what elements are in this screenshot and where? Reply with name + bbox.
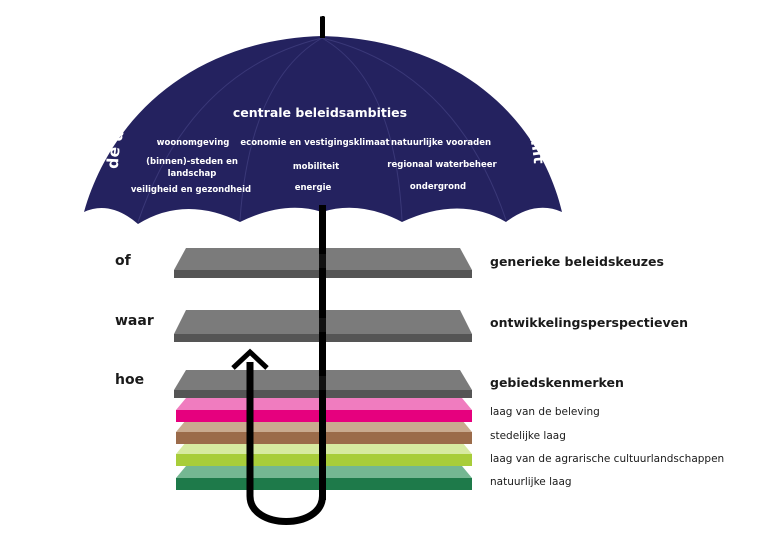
ambition-waterbeheer: regionaal waterbeheer — [387, 160, 497, 170]
ambition-veiligheid: veiligheid en gezondheid — [131, 185, 251, 195]
umbrella-rib — [321, 37, 507, 221]
umbrella-handle — [246, 362, 326, 525]
level-label-waar: waar — [115, 313, 154, 329]
layer-label-agrarisch: laag van de agrarische cultuurlandschapp… — [490, 453, 725, 465]
umbrella-tip — [320, 16, 325, 38]
ambition-economie: economie en vestigingsklimaat — [240, 138, 389, 148]
arrow-up-icon — [231, 348, 269, 370]
umbrella-rib — [239, 37, 323, 221]
layer-label-stedelijk: stedelijke laag — [490, 430, 566, 442]
level-desc-of: generieke beleidskeuzes — [490, 254, 664, 269]
shaft-band — [319, 376, 326, 390]
shaft-band — [319, 318, 326, 332]
layer-label-beleving: laag van de beleving — [490, 406, 600, 418]
ambition-steden-line1: (binnen)-steden en — [146, 157, 238, 167]
shaft-band — [319, 254, 326, 268]
umbrella-canopy — [84, 36, 562, 224]
level-label-hoe: hoe — [115, 372, 145, 388]
ambition-natuurlijke-vooraden: natuurlijke vooraden — [391, 138, 491, 148]
level-desc-waar: ontwikkelingsperspectieven — [490, 315, 689, 330]
layer-label-natuurlijk: natuurlijke laag — [490, 476, 572, 488]
level-desc-hoe: gebiedskenmerken — [490, 375, 624, 390]
ambition-steden-line2: landschap — [168, 169, 217, 179]
ambition-mobiliteit: mobiliteit — [293, 162, 339, 172]
umbrella-shaft — [319, 205, 326, 500]
umbrella-rib — [137, 37, 323, 223]
ambition-ondergrond: ondergrond — [410, 182, 466, 192]
ambition-woonomgeving: woonomgeving — [157, 138, 230, 148]
ambition-energie: energie — [295, 183, 332, 193]
level-label-of: of — [115, 253, 131, 269]
umbrella-rib — [321, 37, 403, 221]
center-title: centrale beleidsambities — [233, 105, 407, 120]
